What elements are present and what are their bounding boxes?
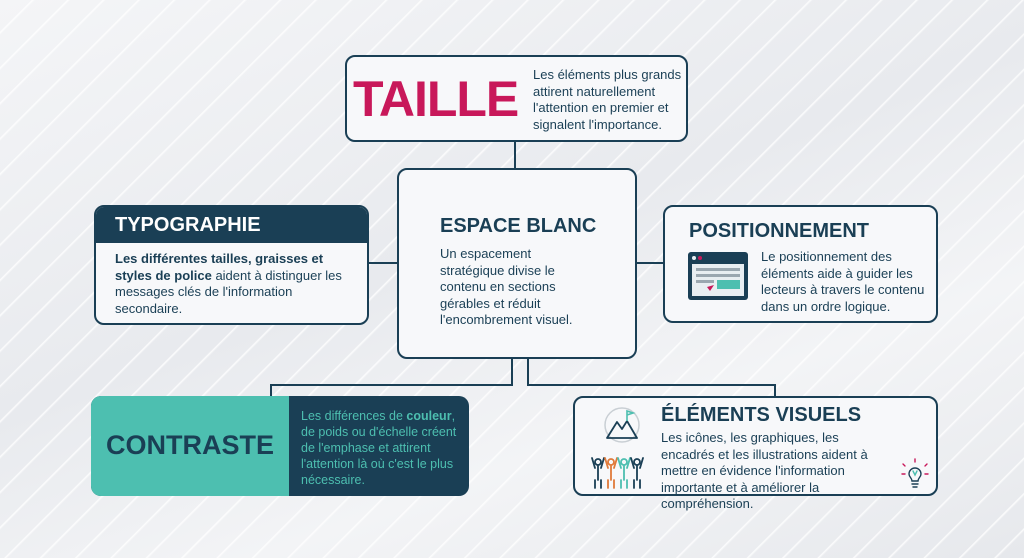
typographie-header: TYPOGRAPHIE xyxy=(96,207,367,243)
elements-visuels-box: ÉLÉMENTS VISUELS Les icônes, les graphiq… xyxy=(573,396,938,511)
positionnement-box: POSITIONNEMENT Le positionnement des élé… xyxy=(663,205,938,323)
typographie-text-bold: Les différentes tailles, graisses et sty… xyxy=(115,251,324,283)
typographie-box: TYPOGRAPHIE Les différentes tailles, gra… xyxy=(94,205,369,325)
contraste-title-panel: CONTRASTE xyxy=(91,396,289,496)
espace-blanc-box: ESPACE BLANC Un espacement stratégique d… xyxy=(397,168,637,359)
contraste-text-after: , de poids ou d'échelle créent de l'emph… xyxy=(301,409,457,487)
positionnement-text: Le positionnement des éléments aide à gu… xyxy=(761,249,925,314)
typographie-title: TYPOGRAPHIE xyxy=(115,214,261,236)
connector-bottom-left-drop xyxy=(270,384,272,398)
espace-blanc-title: ESPACE BLANC xyxy=(440,215,597,237)
contraste-text-before: Les différences de xyxy=(301,409,407,423)
espace-blanc-text: Un espacement stratégique divise le cont… xyxy=(440,246,573,327)
connector-bottom-left-v xyxy=(511,358,513,386)
taille-text: Les éléments plus grands attirent nature… xyxy=(533,67,682,132)
layout-webpage-icon xyxy=(687,251,749,301)
connector-top xyxy=(514,141,516,169)
typographie-text-rest: aident à distinguer les messages clés de… xyxy=(115,267,342,316)
elements-visuels-text: Les icônes, les graphiques, les encadrés… xyxy=(661,430,868,511)
connector-bottom-left-h xyxy=(270,384,513,386)
connector-left xyxy=(368,262,398,264)
connector-bottom-right-h xyxy=(527,384,776,386)
contraste-text-bold: couleur xyxy=(406,409,452,423)
contraste-title: CONTRASTE xyxy=(106,430,274,460)
typographie-text: Les différentes tailles, graisses et sty… xyxy=(115,251,360,317)
contraste-text: Les différences de couleur, de poids ou … xyxy=(301,408,461,488)
people-cheering-icon xyxy=(589,454,647,490)
taille-box: TAILLE Les éléments plus grands attirent… xyxy=(345,55,688,142)
contraste-box: CONTRASTE Les différences de couleur, de… xyxy=(91,396,469,496)
positionnement-title: POSITIONNEMENT xyxy=(689,220,870,242)
lightbulb-idea-icon xyxy=(901,458,929,490)
connector-bottom-right-drop xyxy=(774,384,776,398)
taille-title: TAILLE xyxy=(353,71,519,127)
connector-right xyxy=(636,262,664,264)
connector-bottom-right-v xyxy=(527,358,529,386)
mountain-flag-icon xyxy=(603,406,641,444)
elements-visuels-title: ÉLÉMENTS VISUELS xyxy=(661,404,862,426)
